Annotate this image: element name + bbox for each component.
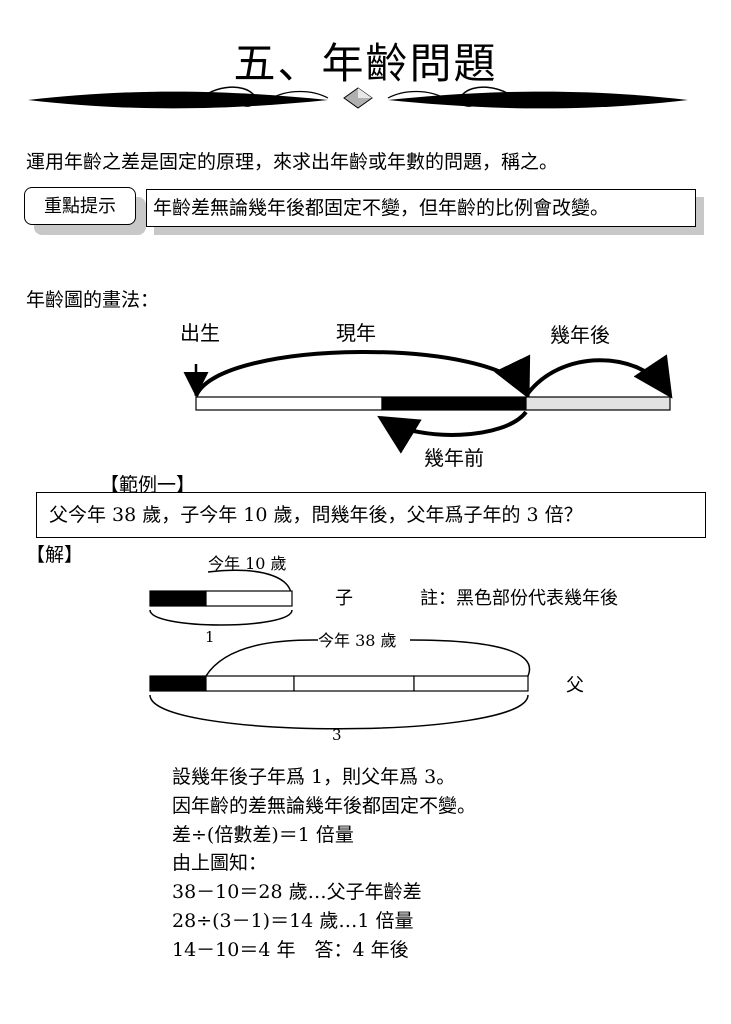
- father-multiplier-arc: [149, 694, 529, 730]
- son-multiplier-arc: [149, 609, 293, 626]
- father-age-label: 今年 38 歲: [318, 631, 397, 650]
- father-age-arc-left: [205, 639, 319, 677]
- arc-birth-to-now: [194, 350, 530, 400]
- chart-heading: 年齡圖的畫法：: [26, 289, 160, 311]
- bar-past: [195, 396, 383, 411]
- label-years-later: 幾年後: [550, 323, 610, 347]
- arc-now-to-ago: [377, 410, 528, 454]
- father-bar-segment-3: [413, 675, 529, 692]
- bar-years-later: [525, 396, 671, 411]
- key-point-text: 年齡差無論幾年後都固定不變，但年齡的比例會改變。: [146, 189, 696, 227]
- solution-label: 【解】: [26, 544, 84, 566]
- father-multiplier: 3: [332, 726, 342, 744]
- son-age-label: 今年 10 歲: [208, 554, 287, 573]
- solution-line: 14－10＝4 年 答：4 年後: [172, 939, 409, 961]
- solution-line: 因年齡的差無論幾年後都固定不變。: [172, 795, 477, 817]
- son-multiplier: 1: [205, 628, 215, 646]
- solution-line: 由上圖知：: [172, 852, 268, 874]
- solution-line: 差÷(倍數差)＝1 倍量: [172, 824, 354, 846]
- father-age-arc-right: [409, 639, 531, 677]
- solution-line: 38－10＝28 歲…父子年齡差: [172, 881, 422, 903]
- key-point-label: 重點提示: [24, 187, 136, 225]
- note: 註：黑色部份代表幾年後: [420, 588, 618, 609]
- solution-line: 設幾年後子年爲 1，則父年爲 3。: [172, 766, 456, 788]
- label-birth: 出生: [180, 321, 220, 345]
- son-bar-now: [205, 590, 293, 607]
- father-bar-segment-1: [205, 675, 295, 692]
- example-question: 父今年 38 歲，子今年 10 歲，問幾年後，父年爲子年的 3 倍？: [36, 492, 706, 538]
- age-diagram: 出生 現年 幾年後 幾年前: [180, 321, 673, 470]
- father-label: 父: [566, 675, 584, 696]
- son-bar-later: [149, 590, 207, 607]
- solution-diagram: 今年 10 歲 1 子 註：黑色部份代表幾年後 今年 38 歲 3 父: [149, 554, 618, 744]
- father-bar-segment-2: [293, 675, 415, 692]
- page-title: 五、年齡問題: [233, 39, 498, 88]
- solution-line: 28÷(3－1)＝14 歲…1 倍量: [172, 910, 414, 932]
- bar-years-ago: [381, 396, 527, 411]
- label-now: 現年: [336, 321, 376, 345]
- intro-text: 運用年齡之差是固定的原理，來求出年齡或年數的問題，稱之。: [26, 151, 559, 173]
- ornament-divider: [28, 86, 688, 109]
- arc-now-to-later: [524, 354, 673, 399]
- example-label: 【範例一】: [100, 474, 196, 496]
- father-bar-later: [149, 675, 207, 692]
- label-years-ago: 幾年前: [424, 446, 484, 470]
- son-label: 子: [335, 588, 353, 609]
